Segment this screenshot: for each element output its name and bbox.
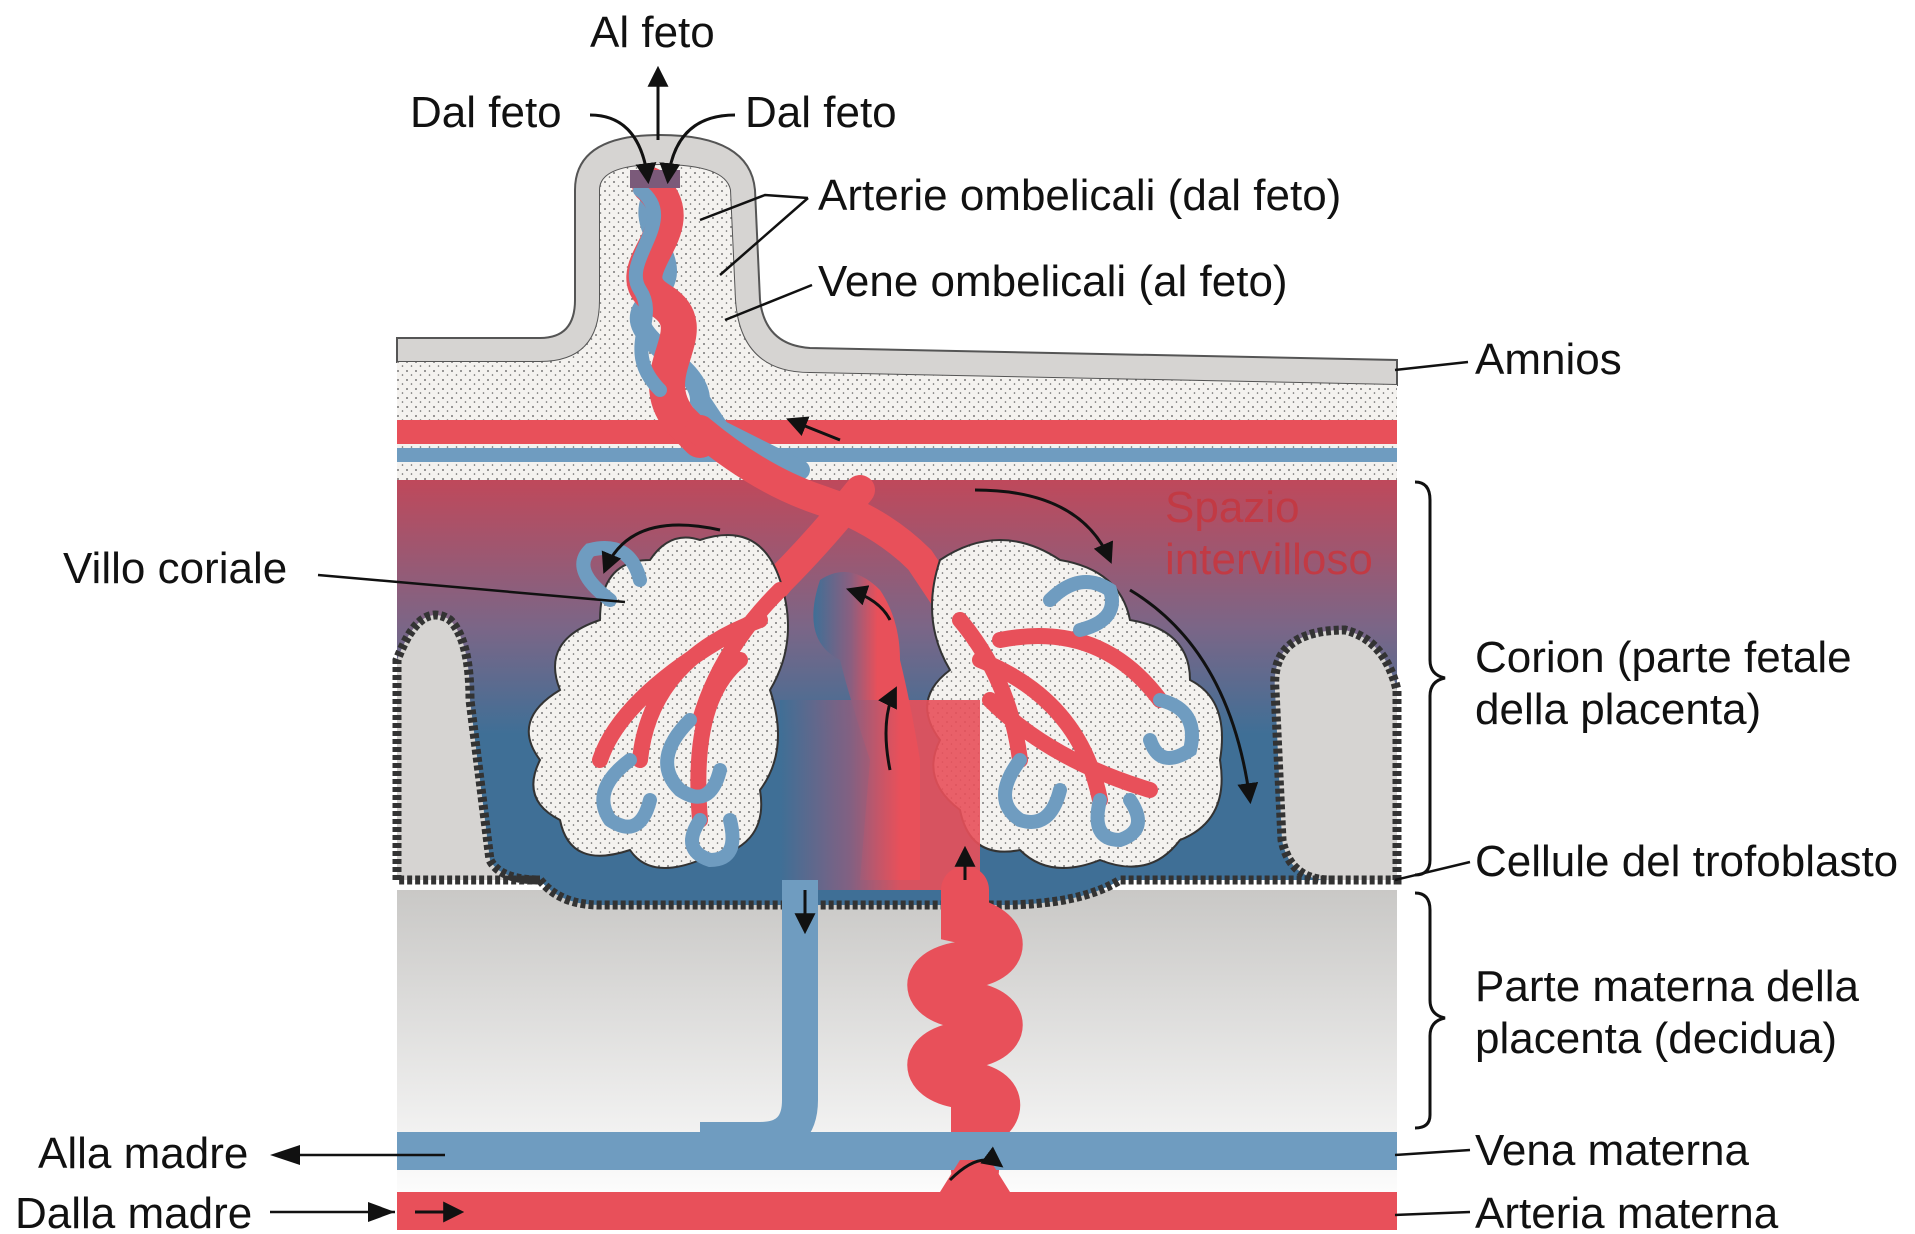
- maternal-septum-right: [1275, 630, 1397, 880]
- label-arterie-ombelicali: Arterie ombelicali (dal feto): [818, 171, 1341, 220]
- label-amnios: Amnios: [1475, 335, 1622, 384]
- label-dal-feto-left: Dal feto: [410, 88, 562, 137]
- label-materna-2: placenta (decidua): [1475, 1014, 1837, 1063]
- label-corion-2: della placenta): [1475, 685, 1761, 734]
- label-alla-madre: Alla madre: [38, 1129, 248, 1178]
- label-materna-1: Parte materna della: [1475, 962, 1860, 1011]
- label-trofoblasto: Cellule del trofoblasto: [1475, 837, 1898, 886]
- label-spazio: Spazio: [1165, 483, 1300, 532]
- maternal-vein: [397, 1132, 1397, 1170]
- label-vene-ombelicali: Vene ombelicali (al feto): [818, 257, 1288, 306]
- label-corion-1: Corion (parte fetale: [1475, 633, 1852, 682]
- label-vena-materna: Vena materna: [1475, 1126, 1749, 1175]
- label-villo-coriale: Villo coriale: [63, 544, 287, 593]
- label-dalla-madre: Dalla madre: [15, 1189, 252, 1234]
- braces: [1415, 482, 1445, 1128]
- maternal-artery: [397, 1192, 1397, 1230]
- label-intervilloso: intervilloso: [1165, 535, 1373, 584]
- label-dal-feto-right: Dal feto: [745, 88, 897, 137]
- label-arteria-materna: Arteria materna: [1475, 1189, 1779, 1234]
- label-al-feto: Al feto: [590, 8, 715, 57]
